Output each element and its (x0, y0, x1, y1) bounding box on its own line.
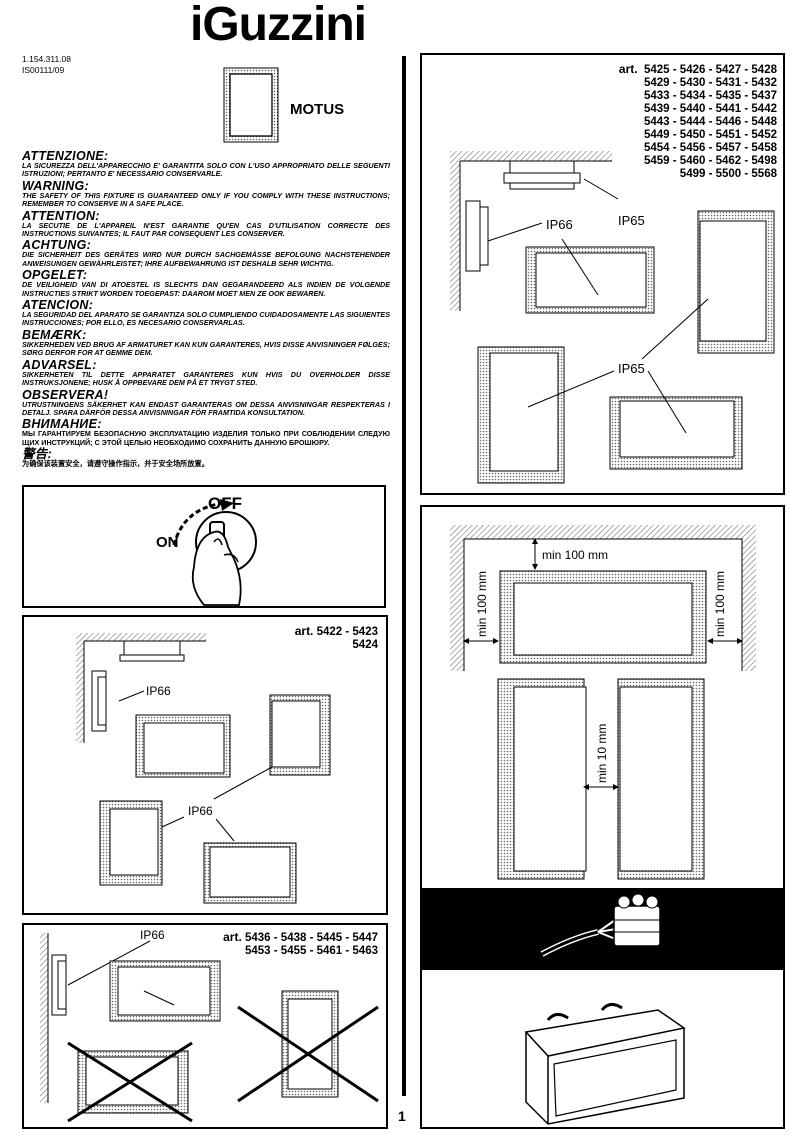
install-panel-5422: art. 5422 - 5423 5424 IP66 IP66 (22, 615, 388, 915)
warning-da: BEMÆRK: SIKKERHEDEN VED BRUG AF ARMATURE… (22, 329, 390, 358)
article-numbers: art. 5422 - 5423 5424 (295, 625, 378, 652)
art-line: 5449 - 5450 - 5451 - 5452 (644, 129, 777, 141)
ip-label: IP66 (140, 928, 165, 942)
product-cover-illustration (524, 1003, 686, 1125)
warning-heading: ATTENZIONE: (22, 149, 109, 163)
art-line: 5436 - 5438 - 5445 - 5447 (245, 932, 378, 944)
warning-heading: OBSERVERA! (22, 387, 109, 402)
document-codes: 1.154.311.08 IS00111/09 (22, 54, 71, 76)
install-panel-5436: art. 5436 - 5438 - 5445 - 5447 5453 - 54… (22, 923, 388, 1129)
warning-text: THE SAFETY OF THIS FIXTURE IS GUARANTEED… (22, 190, 390, 209)
warning-text: LA SICUREZZA DELL'APPARECCHIO E' GARANTI… (22, 161, 390, 179)
art-prefix: art. (223, 930, 242, 944)
art-line: 5429 - 5430 - 5431 - 5432 (644, 77, 777, 89)
art-line: 5425 - 5426 - 5427 - 5428 (644, 64, 777, 76)
product-title: MOTUS (290, 101, 345, 118)
art-line: 5454 - 5456 - 5457 - 5458 (644, 142, 777, 154)
switch-off-label: OFF (208, 494, 242, 513)
warning-heading: OPGELET: (22, 268, 88, 283)
switch-off-panel: ON OFF (22, 485, 386, 608)
ip66-label: IP66 (546, 217, 573, 232)
warning-heading: ACHTUNG: (22, 238, 92, 253)
safety-warnings: ATTENZIONE: LA SICUREZZA DELL'APPARECCHI… (22, 150, 390, 470)
art-line: 5443 - 5444 - 5446 - 5448 (644, 116, 777, 128)
warning-nl: OPGELET: DE VEILIGHEID VAN DI ATOESTEL I… (22, 269, 390, 298)
warning-text: SIKKERHETEN TIL DETTE APPARATET GARANTER… (22, 369, 390, 388)
clearance-diagram: min 100 mm min 100 mm min 100 mm min 10 … (450, 525, 756, 880)
ip-label: IP66 (188, 804, 213, 818)
art-line: 5439 - 5440 - 5441 - 5442 (644, 103, 777, 115)
clearance-right-label: min 100 mm (713, 571, 727, 637)
column-divider (402, 56, 406, 1096)
warning-text: МЫ ГАРАНТИРУЕМ БЕЗОПАСНУЮ ЭКСПЛУАТАЦИЮ И… (22, 429, 390, 447)
warning-zh: 警告: 为确保该装置安全，请遵守操作指示，并于安全场所放置。 (22, 448, 390, 468)
warning-text: DIE SICHERHEIT DES GERÄTES WIRD NUR DURC… (22, 250, 390, 268)
warning-ru: ВНИМАНИЕ: МЫ ГАРАНТИРУЕМ БЕЗОПАСНУЮ ЭКСП… (22, 418, 390, 447)
install-panel-5425: art. 5425 - 5426 - 5427 - 5428 5429 - 54… (420, 53, 785, 495)
warning-de: ACHTUNG: DIE SICHERHEIT DES GERÄTES WIRD… (22, 239, 390, 268)
doc-revision: IS00111/09 (22, 65, 65, 75)
warning-text: 为确保该装置安全，请遵守操作指示，并于安全场所放置。 (22, 459, 209, 469)
mounting-positions-diagram: IP66 IP66 (76, 633, 331, 904)
hand-switch-illustration: ON OFF (156, 494, 257, 606)
warning-text: DE VEILIGHEID VAN DI ATOESTEL IS SLECHTS… (22, 280, 390, 298)
terminal-block-illustration (540, 893, 661, 957)
product-icon (223, 67, 279, 143)
warning-heading: ATENCION: (22, 298, 94, 313)
art-line: 5499 - 5500 - 5568 (679, 168, 777, 180)
art-line: 5459 - 5460 - 5462 - 5498 (644, 155, 777, 167)
art-line: 5422 - 5423 (316, 626, 378, 638)
warning-heading: 警告: (22, 447, 53, 462)
article-numbers: art. 5436 - 5438 - 5445 - 5447 5453 - 54… (223, 931, 378, 958)
clearance-between-label: min 10 mm (595, 724, 609, 783)
warning-heading: ВНИМАНИЕ: (22, 417, 102, 432)
brand-logo: iGuzzini (190, 0, 367, 51)
warning-sv: OBSERVERA! UTRUSTNINGENS SÄKERHET KAN EN… (22, 387, 390, 418)
article-numbers: art. 5425 - 5426 - 5427 - 5428 5429 - 54… (619, 63, 777, 181)
warning-text: LA SEGURIDAD DEL APARATO SE GARANTIZA SO… (22, 310, 390, 328)
clearance-panel: min 100 mm min 100 mm min 100 mm min 10 … (420, 505, 785, 1129)
warning-heading: ATTENTION: (22, 208, 100, 223)
clearance-top-label: min 100 mm (542, 548, 608, 562)
ip65-label: IP65 (618, 213, 645, 228)
warning-text: LA SECUTIE DE L'APPAREIL N'EST GARANTIE … (22, 220, 390, 239)
art-line: 5424 (352, 639, 378, 651)
warning-text: SIKKERHEDEN VED BRUG AF ARMATURET KAN KU… (22, 339, 390, 358)
art-prefix: art. (618, 62, 638, 76)
warning-heading: ADVARSEL: (22, 357, 97, 372)
page-number: 1 (398, 1108, 406, 1124)
allowed-positions-diagram: IP66 (40, 928, 379, 1123)
warning-fr: ATTENTION: LA SECUTIE DE L'APPAREIL N'ES… (22, 208, 390, 239)
warning-heading: WARNING: (22, 178, 89, 193)
warning-no: ADVARSEL: SIKKERHETEN TIL DETTE APPARATE… (22, 357, 390, 388)
clearance-left-label: min 100 mm (475, 571, 489, 637)
art-line: 5433 - 5434 - 5435 - 5437 (644, 90, 777, 102)
warning-es: ATENCION: LA SEGURIDAD DEL APARATO SE GA… (22, 299, 390, 328)
warning-text: UTRUSTNINGENS SÄKERHET KAN ENDAST GARANT… (22, 399, 390, 417)
art-prefix: art. (294, 624, 314, 638)
art-line: 5453 - 5455 - 5461 - 5463 (245, 945, 378, 957)
switch-on-label: ON (156, 534, 179, 551)
warning-en: WARNING: THE SAFETY OF THIS FIXTURE IS G… (22, 180, 390, 209)
doc-code: 1.154.311.08 (22, 54, 71, 64)
warning-heading: BEMÆRK: (22, 327, 87, 342)
warning-it: ATTENZIONE: LA SICUREZZA DELL'APPARECCHI… (22, 150, 390, 179)
ip-label: IP66 (146, 684, 171, 698)
mounting-positions-diagram: IP65 IP66 IP65 (450, 151, 775, 484)
ip65-label: IP65 (618, 361, 645, 376)
wiring-band (422, 888, 783, 970)
